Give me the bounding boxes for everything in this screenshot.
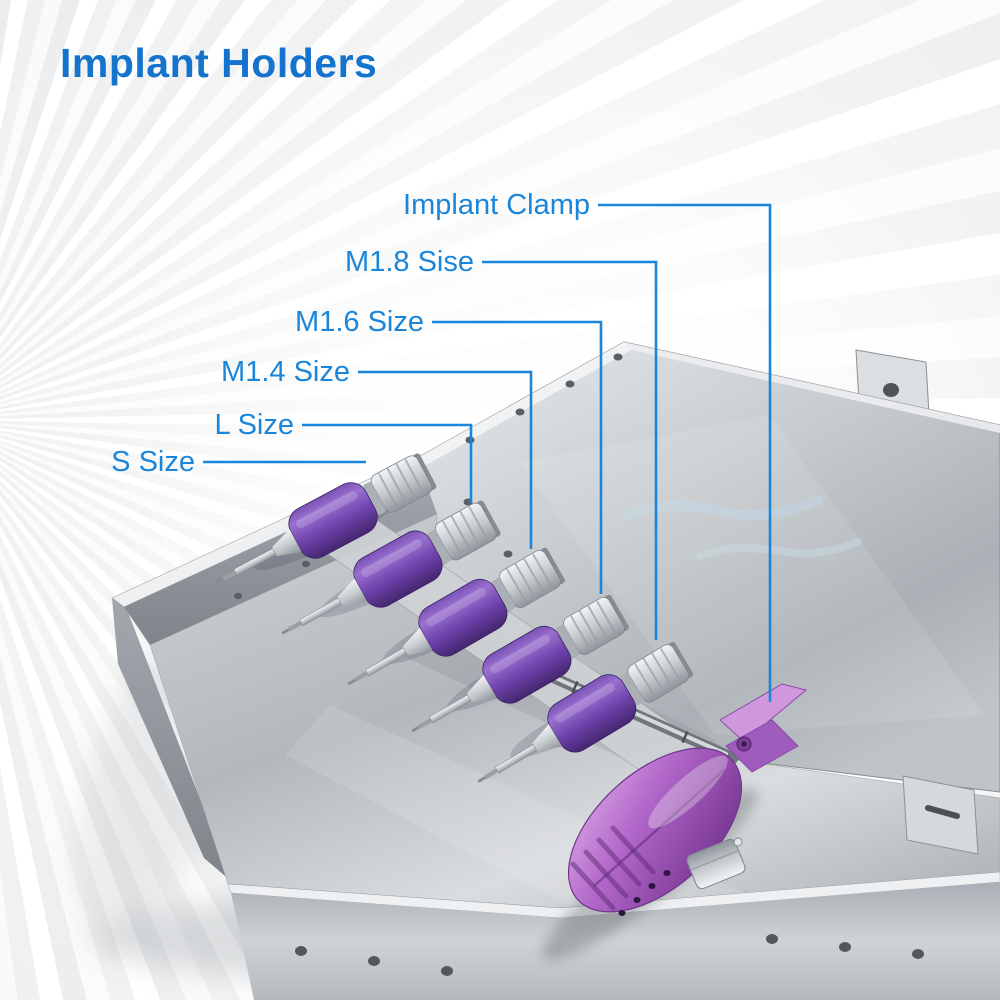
page-title: Implant Holders [60, 40, 378, 86]
callout-label-m1-4: M1.4 Size [221, 356, 350, 388]
callout-label-s: S Size [111, 446, 195, 478]
leader-line-m1-6 [432, 320, 603, 594]
callout-label-m1-6: M1.6 Size [295, 306, 424, 338]
clamp-lower-jaw [725, 719, 799, 773]
callout-lines [203, 203, 772, 702]
tab-hole [883, 383, 899, 397]
callout-label-l: L Size [214, 409, 294, 441]
tray-front-holes [295, 934, 924, 976]
leader-line-m1-8 [482, 260, 658, 640]
case-lid [407, 341, 1000, 793]
callout-label-implant-clamp: Implant Clamp [403, 189, 590, 221]
leader-line-m1-4 [358, 370, 533, 549]
tray-latch-plate [902, 775, 979, 855]
clamp-steel-clip [686, 838, 746, 890]
clamp-holes [618, 870, 671, 916]
tray-wall-holes [234, 560, 310, 600]
leader-line-l [302, 423, 473, 503]
tray-front-face [231, 882, 1000, 1000]
implant-clamp-tool [542, 683, 808, 960]
callout-label-m1-8: M1.8 Sise [345, 246, 474, 278]
implant-holder-tools [202, 445, 699, 806]
leader-line-implant-clamp [598, 203, 772, 702]
